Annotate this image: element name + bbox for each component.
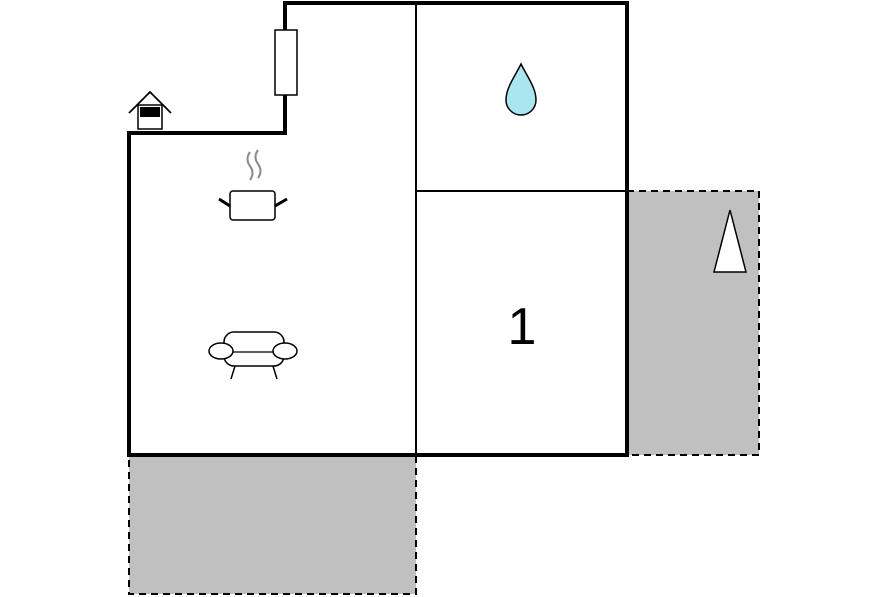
terrace-right (626, 190, 760, 456)
outer-wall (127, 1, 629, 457)
sofa-icon (208, 331, 298, 380)
cooking-pot-icon (218, 149, 288, 221)
water-drop-icon (505, 62, 537, 116)
terrace-bottom (128, 454, 417, 595)
tree-icon (713, 209, 747, 273)
window (274, 29, 298, 96)
room-number-1: 1 (508, 298, 537, 356)
house-entrance-icon (128, 90, 172, 130)
